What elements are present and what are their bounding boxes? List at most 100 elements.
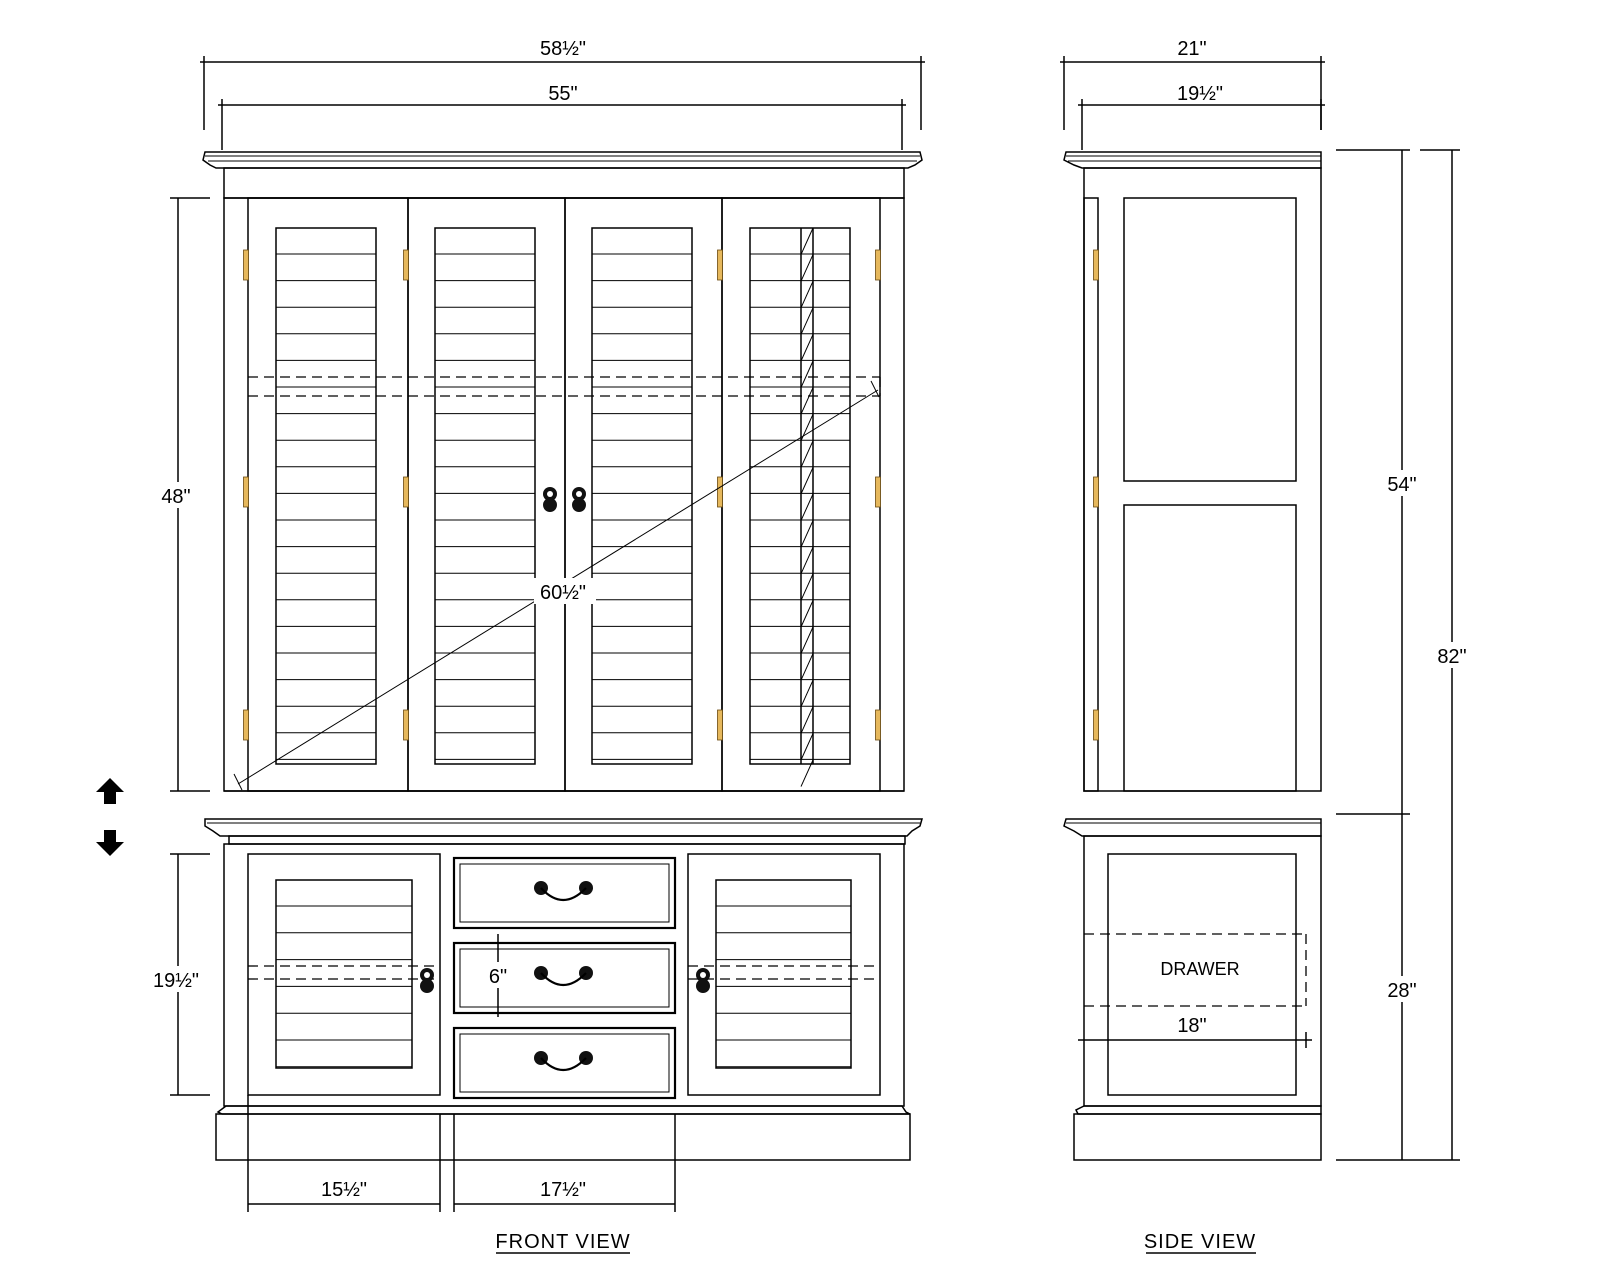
hinge-icon: [717, 476, 723, 508]
drawer-width-label: 17½": [540, 1179, 586, 1201]
drawer-height-label: 6": [489, 966, 507, 988]
upper-door-3[interactable]: [564, 197, 723, 792]
side-crown-molding: [1063, 151, 1322, 169]
drawer[interactable]: [452, 941, 677, 1015]
front-view-title: FRONT VIEW: [495, 1231, 630, 1253]
hinge-icon: [717, 709, 723, 741]
upper-height-label: 48": [161, 486, 190, 508]
drawer-stack: [452, 856, 677, 1100]
dimension-overall-height: 82": [1336, 149, 1478, 1161]
tilt-rod-segment: [800, 334, 814, 362]
arrow-up-icon[interactable]: [96, 778, 124, 804]
tilt-rod-segment: [800, 227, 814, 255]
side-upper-body: [1083, 167, 1322, 792]
dimension-door-width: 15½": [247, 1095, 441, 1212]
tilt-rod-segment: [800, 573, 814, 601]
upper-door-1[interactable]: [247, 197, 409, 792]
hinge-icon: [875, 709, 881, 741]
drawer[interactable]: [452, 1026, 677, 1100]
hidden-shelf: [248, 376, 881, 397]
tilt-rod-segment: [800, 520, 814, 548]
tilt-rod-segment: [800, 626, 814, 654]
dimension-upper-total-height: 54" 28": [1336, 149, 1428, 1160]
lower-hidden-shelves: [248, 965, 880, 980]
dimension-diagonal: 60½": [233, 380, 880, 791]
side-mid-molding: [1063, 818, 1322, 837]
front-view: 58½" 55": [148, 38, 925, 1254]
mid-molding: [204, 818, 923, 845]
drawer-label: DRAWER: [1160, 959, 1239, 979]
dimension-drawer-height: 6": [483, 934, 513, 1017]
hinge-icon: [875, 249, 881, 281]
hinge-icon: [243, 476, 249, 508]
lower-door-left[interactable]: [247, 853, 441, 1096]
hinge-icon: [243, 709, 249, 741]
hinge-icon: [875, 476, 881, 508]
diagonal-label: 60½": [540, 582, 586, 604]
side-lower-panel-inner: [1107, 853, 1297, 1096]
dimension-inner-width: 55": [218, 83, 906, 150]
upper-door-knobs[interactable]: [543, 487, 586, 512]
side-upper-panel: [1123, 197, 1297, 482]
dimension-drawer-depth: 18": [1078, 1015, 1312, 1048]
tilt-rod-segment: [800, 706, 814, 734]
tilt-rod-segment: [800, 254, 814, 282]
tilt-rod-segment: [800, 493, 814, 521]
hinge-icon: [403, 249, 409, 281]
drawer-pull-icon[interactable]: [534, 1051, 593, 1072]
tilt-rod-segment: [800, 307, 814, 335]
hinge-icon: [1093, 476, 1099, 508]
upper-louvers: [276, 253, 850, 760]
inner-width-label: 55": [548, 83, 577, 105]
side-drawer-outline: DRAWER: [1084, 933, 1307, 1007]
side-view: 21" 19½": [1060, 38, 1478, 1254]
tilt-rod-segment: [800, 546, 814, 575]
louver-tilt-rod: [800, 227, 814, 787]
arrow-down-icon[interactable]: [96, 830, 124, 856]
dimension-drawer-width: 17½": [453, 1114, 676, 1212]
dimension-overall-width: 58½": [200, 38, 925, 130]
side-inner-depth-label: 19½": [1177, 83, 1223, 105]
upper-total-height-label: 54": [1387, 474, 1416, 496]
dimension-upper-height: 48": [152, 197, 210, 792]
side-base: [1073, 1105, 1322, 1161]
drawer-depth-label: 18": [1177, 1015, 1206, 1037]
tilt-rod-segment: [800, 467, 814, 495]
side-hinges: [1093, 249, 1099, 741]
upper-cabinet-frame: [223, 197, 905, 792]
tilt-rod-segment: [800, 360, 814, 388]
tilt-rod-segment: [800, 440, 814, 468]
tilt-rod-segment: [800, 679, 814, 708]
tilt-rod-segment: [800, 733, 814, 761]
side-view-title: SIDE VIEW: [1144, 1231, 1256, 1253]
upper-door-2[interactable]: [407, 197, 566, 792]
hinge-icon: [1093, 249, 1099, 281]
hinge-icon: [717, 249, 723, 281]
lower-louvers: [276, 905, 851, 1068]
lower-door-knobs[interactable]: [420, 968, 710, 993]
lower-door-height-label: 19½": [153, 970, 199, 992]
dimension-side-inner-depth: 19½": [1078, 83, 1325, 150]
side-lower-panel: [1123, 504, 1297, 792]
base-plinth: [215, 1105, 911, 1161]
tilt-rod-segment: [800, 600, 814, 628]
crown-molding: [202, 151, 923, 199]
hinge-icon: [403, 476, 409, 508]
tilt-rod-segment: [800, 653, 814, 681]
upper-hinges: [243, 249, 881, 741]
hinge-icon: [403, 709, 409, 741]
overall-height-label: 82": [1437, 646, 1466, 668]
hinge-icon: [1093, 709, 1099, 741]
overall-width-label: 58½": [540, 38, 586, 60]
hinge-icon: [243, 249, 249, 281]
drawer-pull-icon[interactable]: [534, 966, 593, 987]
drawer[interactable]: [452, 856, 677, 930]
lower-door-right[interactable]: [687, 853, 881, 1096]
lower-total-height-label: 28": [1387, 980, 1416, 1002]
side-depth-label: 21": [1177, 38, 1206, 60]
door-width-label: 15½": [321, 1179, 367, 1201]
drawer-pull-icon[interactable]: [534, 881, 593, 902]
tilt-rod-segment: [800, 387, 814, 415]
tilt-rod-segment: [800, 280, 814, 309]
